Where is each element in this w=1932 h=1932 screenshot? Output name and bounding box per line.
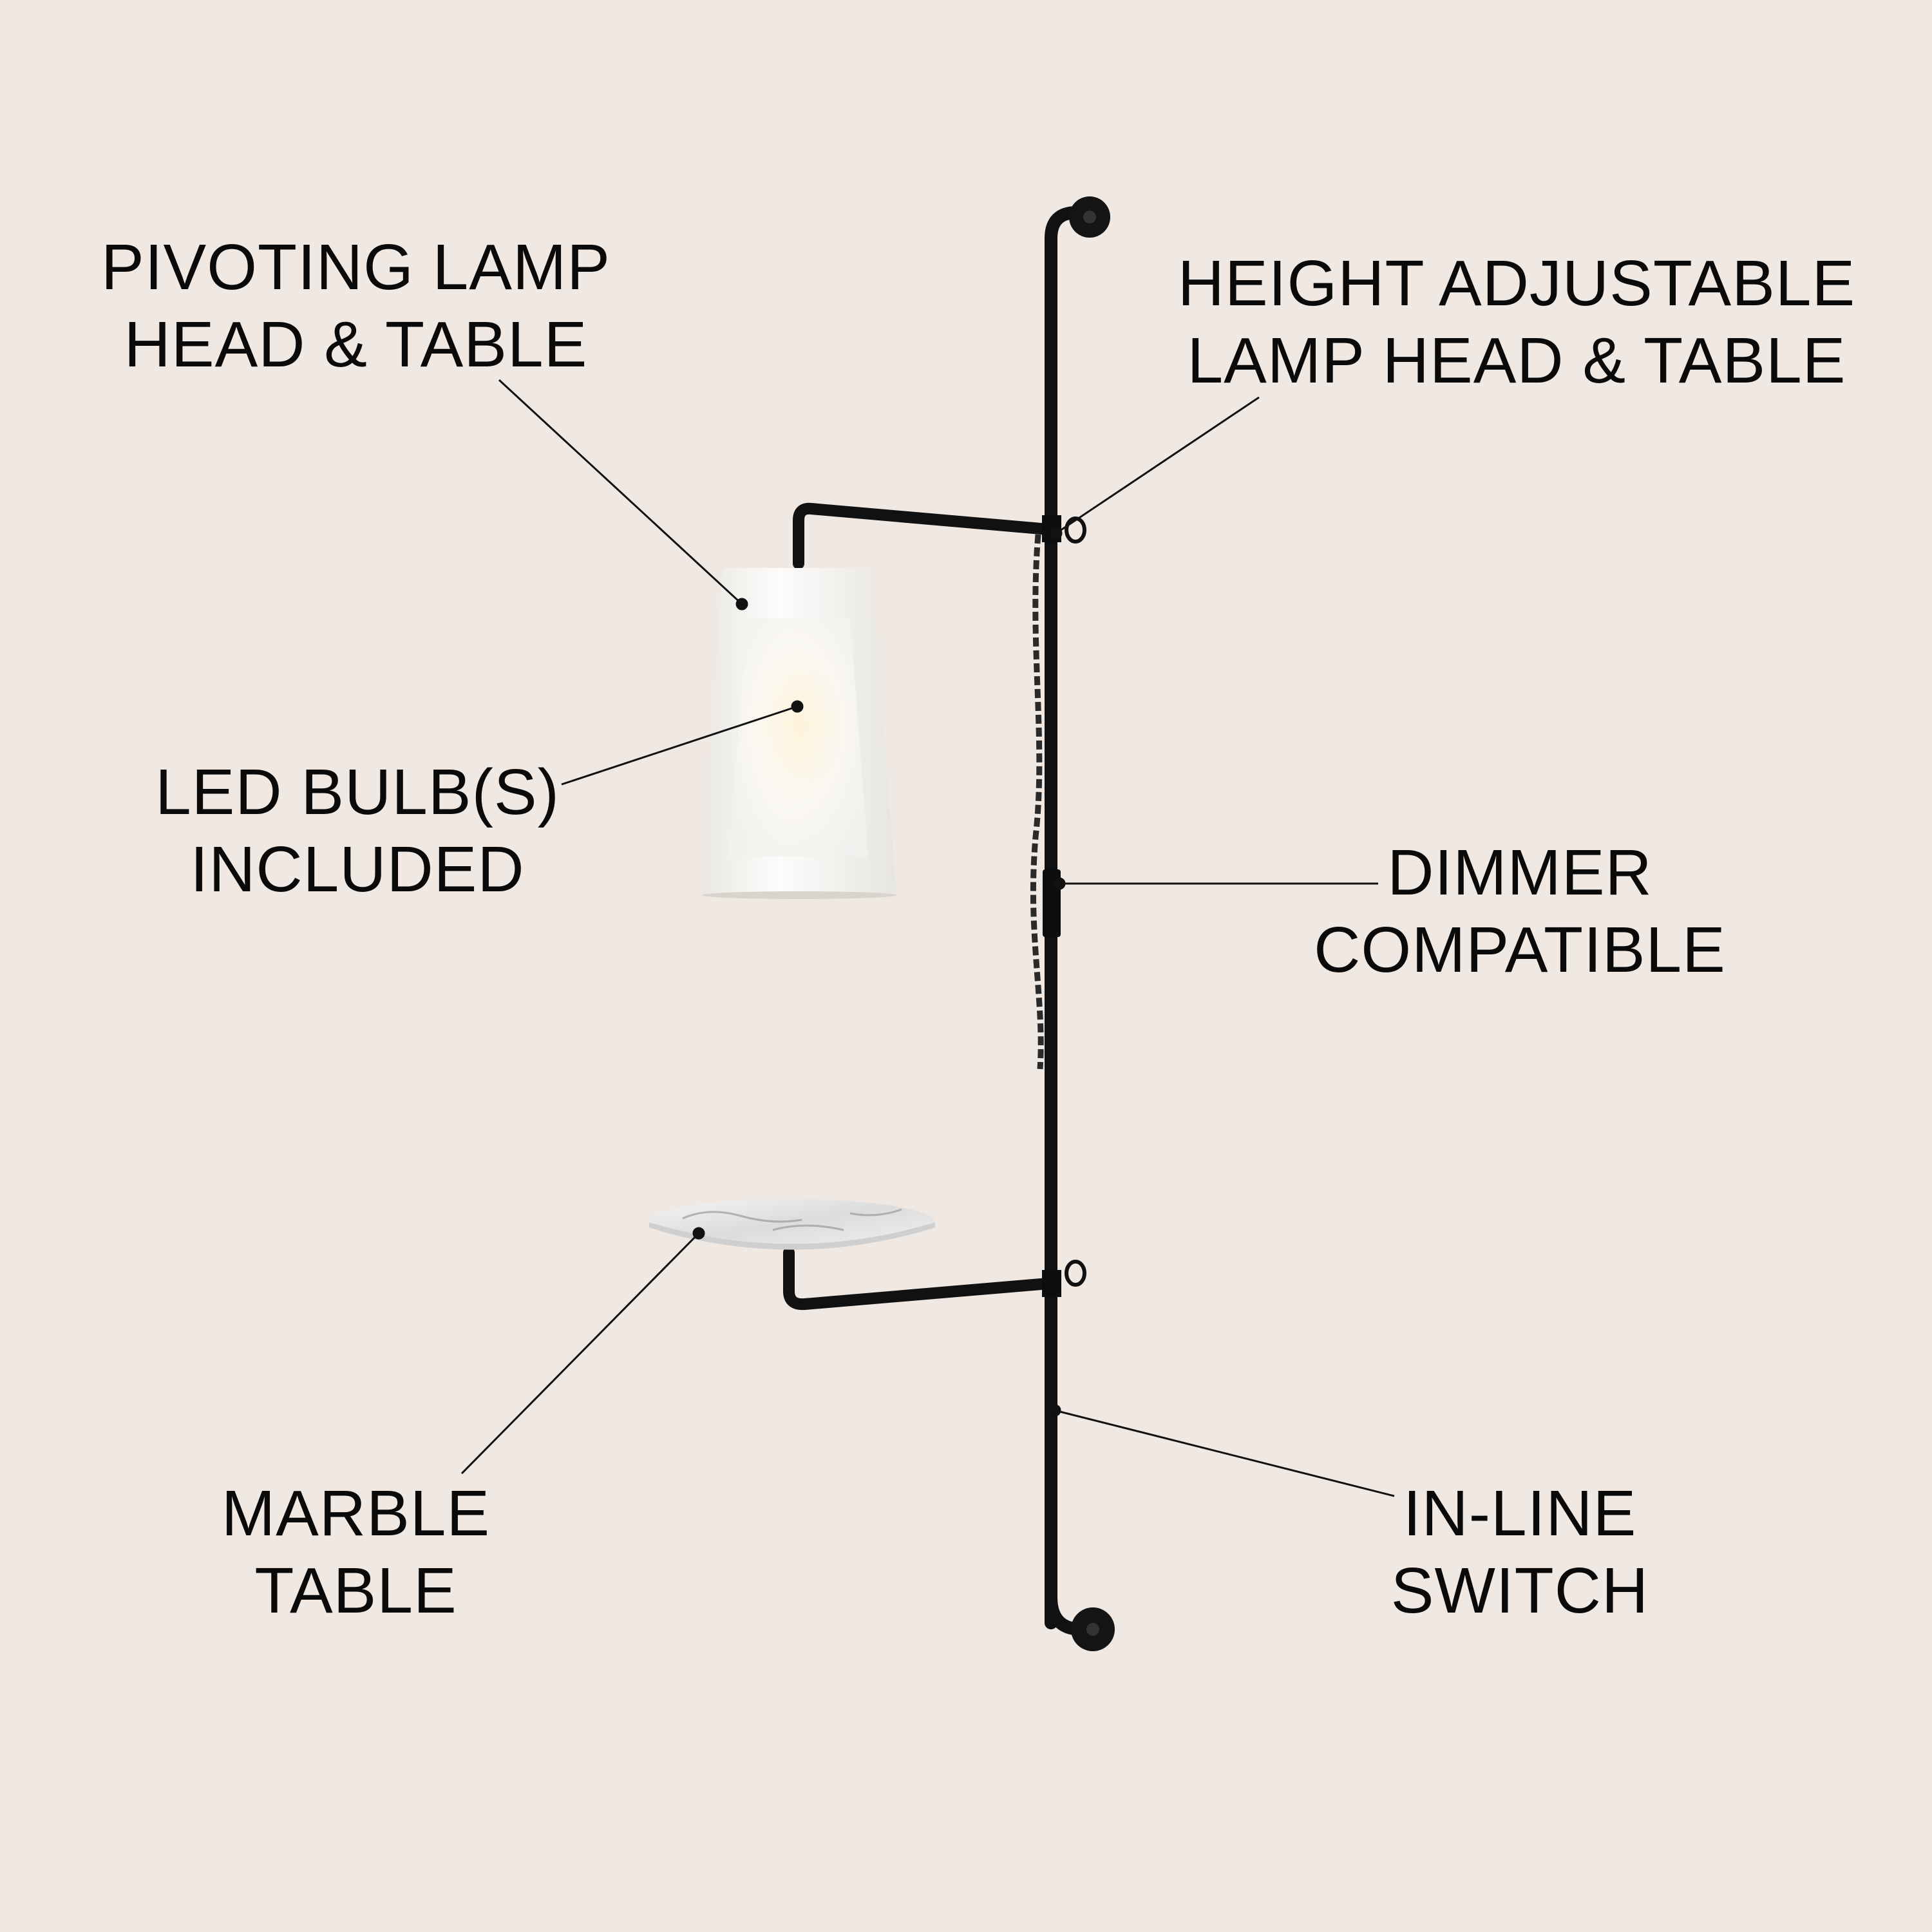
callout-led: LED BULB(S) INCLUDED xyxy=(129,753,586,908)
callout-height-line1: HEIGHT ADJUSTABLE xyxy=(1177,247,1856,319)
callout-pivoting-line1: PIVOTING LAMP xyxy=(101,231,611,303)
callout-marble-line2: TABLE xyxy=(254,1555,457,1627)
leader-lines xyxy=(460,379,1395,1497)
leader-pivoting xyxy=(498,379,743,605)
callout-dimmer-line2: COMPATIBLE xyxy=(1314,914,1726,986)
leader-led xyxy=(561,705,798,786)
callout-pivoting: PIVOTING LAMP HEAD & TABLE xyxy=(64,229,647,383)
table-arm xyxy=(783,1247,1054,1311)
leader-height xyxy=(1056,396,1260,535)
callout-height: HEIGHT ADJUSTABLE LAMP HEAD & TABLE xyxy=(1153,245,1880,399)
power-cord xyxy=(1030,534,1044,1070)
callout-height-line2: LAMP HEAD & TABLE xyxy=(1187,325,1846,397)
table-arm-knob xyxy=(1065,1260,1086,1287)
callout-marble: MARBLE TABLE xyxy=(180,1475,531,1629)
callout-switch-line1: IN-LINE xyxy=(1403,1477,1637,1549)
leader-switch xyxy=(1054,1409,1395,1497)
leader-marble xyxy=(460,1232,700,1475)
callout-dimmer-line1: DIMMER xyxy=(1387,837,1653,909)
callout-switch-line2: SWITCH xyxy=(1390,1555,1649,1627)
lamp-arm xyxy=(793,502,1054,569)
callout-dimmer: DIMMER COMPATIBLE xyxy=(1288,834,1752,989)
callout-marble-line1: MARBLE xyxy=(221,1477,491,1549)
table-arm-collar xyxy=(1042,1270,1061,1297)
lamp-arm-knob xyxy=(1065,516,1086,544)
callout-led-line1: LED BULB(S) xyxy=(155,756,560,828)
callout-led-line2: INCLUDED xyxy=(190,833,525,905)
callout-switch: IN-LINE SWITCH xyxy=(1352,1475,1687,1629)
marble-table-top xyxy=(649,1199,935,1245)
callout-pivoting-line2: HEAD & TABLE xyxy=(124,308,588,381)
